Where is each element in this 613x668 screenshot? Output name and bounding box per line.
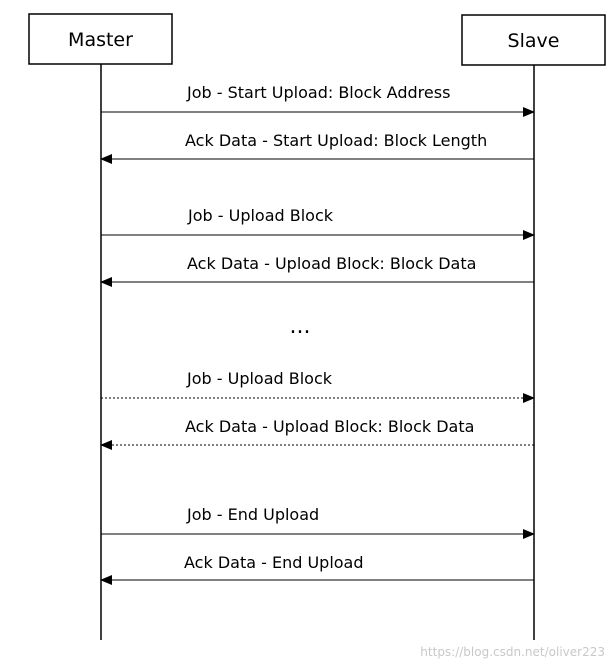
- message-2: Ack Data - Start Upload: Block Length: [100, 131, 534, 164]
- master-participant: Master: [28, 13, 173, 65]
- watermark-text: https://blog.csdn.net/oliver223: [420, 645, 605, 659]
- message-2-label: Ack Data - Start Upload: Block Length: [185, 131, 487, 150]
- message-7: Job - End Upload: [101, 505, 535, 539]
- message-1: Job - Start Upload: Block Address: [101, 83, 535, 117]
- message-4-label: Ack Data - Upload Block: Block Data: [187, 254, 476, 273]
- message-1-label: Job - Start Upload: Block Address: [186, 83, 450, 102]
- message-4: Ack Data - Upload Block: Block Data: [100, 254, 534, 287]
- slave-label: Slave: [508, 30, 560, 52]
- slave-box: [461, 14, 606, 66]
- master-box: [28, 13, 173, 65]
- message-8-label: Ack Data - End Upload: [184, 553, 364, 572]
- message-6-label: Ack Data - Upload Block: Block Data: [185, 417, 474, 436]
- message-5: Job - Upload Block: [101, 369, 535, 403]
- message-5-label: Job - Upload Block: [186, 369, 333, 388]
- message-3-label: Job - Upload Block: [187, 206, 334, 225]
- slave-participant: Slave: [461, 14, 606, 66]
- message-8: Ack Data - End Upload: [100, 553, 534, 585]
- message-7-label: Job - End Upload: [186, 505, 319, 524]
- gap-ellipsis: ...: [290, 314, 311, 339]
- message-6: Ack Data - Upload Block: Block Data: [100, 417, 534, 450]
- master-label: Master: [68, 29, 133, 51]
- message-3: Job - Upload Block: [101, 206, 535, 240]
